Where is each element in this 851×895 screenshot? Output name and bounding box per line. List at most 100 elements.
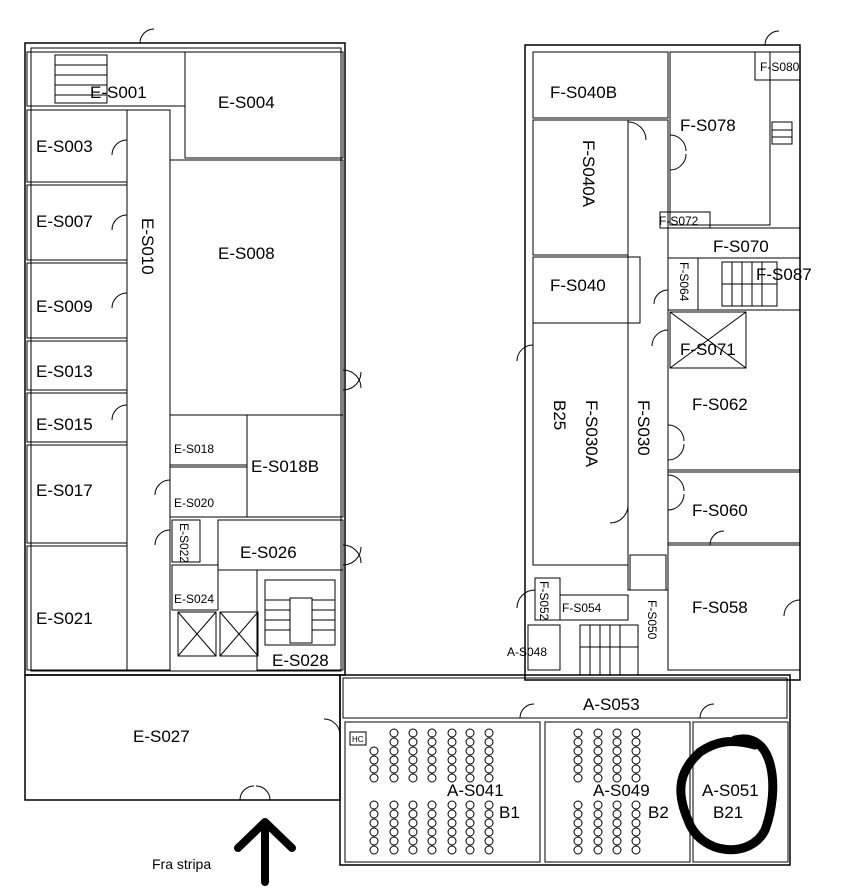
seat-icon	[612, 728, 622, 738]
seat-icon	[484, 728, 494, 738]
seat-icon	[465, 827, 475, 837]
seat-icon	[573, 746, 583, 756]
room-f-s030a[interactable]	[532, 322, 629, 566]
room-e-s008[interactable]	[169, 159, 344, 416]
elevator-icon	[177, 611, 259, 657]
lecture-hall-a-s051[interactable]	[692, 721, 789, 863]
seat-icon	[484, 746, 494, 756]
room-f-s060[interactable]	[667, 471, 801, 544]
seat-icon	[389, 845, 399, 855]
room-e-s022[interactable]	[171, 519, 201, 563]
seat-icon	[389, 755, 399, 765]
room-f-s040b[interactable]	[532, 51, 669, 119]
label-f-s071: F-S071	[680, 340, 736, 359]
lecture-hall-a-s041[interactable]	[344, 721, 541, 863]
room-f-s062[interactable]	[667, 309, 801, 471]
seat-icon	[447, 800, 457, 810]
seat-icon	[389, 764, 399, 774]
seat-icon	[427, 728, 437, 738]
seat-icon	[408, 845, 418, 855]
corridor-a-s053[interactable]	[342, 677, 788, 719]
arrow-up-icon	[234, 818, 296, 886]
corridor-e-s010[interactable]	[126, 109, 171, 671]
annotation-fra-stripa: Fra stripa	[152, 856, 211, 872]
label-f-s072: F-S072	[659, 214, 699, 228]
room-e-s018[interactable]	[169, 414, 248, 466]
label-e-s027: E-S027	[133, 727, 190, 746]
label-f-s080: F-S080	[760, 60, 800, 74]
label-e-s024: E-S024	[174, 592, 214, 606]
lecture-hall-a-s049[interactable]	[544, 721, 691, 863]
seat-icon	[612, 836, 622, 846]
seat-icon	[631, 800, 641, 810]
room-e-s004[interactable]	[184, 51, 344, 159]
seat-icon	[631, 773, 641, 783]
room-f-s054[interactable]	[559, 594, 629, 621]
label-e-s018b: E-S018B	[251, 457, 319, 476]
seat-icon	[369, 764, 379, 774]
seat-icon	[389, 746, 399, 756]
highlight-circle	[676, 734, 778, 855]
seat-icon	[465, 773, 475, 783]
seat-icon	[484, 800, 494, 810]
seat-icon	[447, 773, 457, 783]
seat-icon	[631, 845, 641, 855]
seat-icon	[369, 755, 379, 765]
label-e-s009: E-S009	[36, 297, 93, 316]
seat-icon	[484, 755, 494, 765]
seat-icon	[593, 728, 603, 738]
seat-icon	[612, 755, 622, 765]
seat-icon	[484, 836, 494, 846]
seat-icon	[427, 800, 437, 810]
room-labels: E-S001 E-S004 E-S003 E-S007 E-S009 E-S01…	[36, 60, 812, 822]
seat-icon	[447, 746, 457, 756]
seat-icon	[369, 818, 379, 828]
seat-icon	[389, 800, 399, 810]
seat-icon	[593, 737, 603, 747]
seat-icon	[631, 737, 641, 747]
label-f-s058: F-S058	[692, 598, 748, 617]
seat-icon	[465, 764, 475, 774]
seat-icon	[408, 728, 418, 738]
seat-icon	[573, 728, 583, 738]
label-f-s062: F-S062	[692, 395, 748, 414]
label-b25: B25	[550, 400, 569, 430]
label-f-s054: F-S054	[562, 601, 602, 615]
seat-icon	[631, 809, 641, 819]
seat-icon	[389, 818, 399, 828]
seat-icon	[465, 728, 475, 738]
seat-icon	[408, 764, 418, 774]
corridor-f-s030[interactable]	[627, 119, 669, 591]
seat-icon	[389, 809, 399, 819]
seat-icon	[631, 746, 641, 756]
seat-icon	[573, 764, 583, 774]
seat-icon	[389, 737, 399, 747]
seat-icon	[612, 764, 622, 774]
seat-icon	[593, 800, 603, 810]
hc-label: HC	[352, 735, 364, 744]
label-a-s041: A-S041	[447, 781, 504, 800]
seat-icon	[612, 845, 622, 855]
room-e-s021[interactable]	[26, 545, 128, 671]
label-b21: B21	[713, 803, 743, 822]
room-e-s024[interactable]	[171, 564, 219, 611]
room-f-s058[interactable]	[667, 544, 801, 671]
label-e-s017: E-S017	[36, 481, 93, 500]
seat-icon	[408, 773, 418, 783]
room-f-s080[interactable]	[754, 51, 801, 81]
seat-icon	[631, 836, 641, 846]
seat-icon	[465, 737, 475, 747]
label-e-s004: E-S004	[218, 93, 275, 112]
room-f-s078[interactable]	[669, 51, 771, 226]
seat-icon	[612, 773, 622, 783]
room-e-s018b[interactable]	[246, 414, 344, 518]
seat-icon	[593, 836, 603, 846]
room-e-s028[interactable]	[256, 569, 344, 671]
door-icon	[111, 28, 362, 801]
room-a-s048[interactable]	[527, 624, 561, 671]
seat-icon	[612, 818, 622, 828]
seat-icon	[612, 746, 622, 756]
seat-icon	[447, 755, 457, 765]
label-a-s051: A-S051	[702, 781, 759, 800]
